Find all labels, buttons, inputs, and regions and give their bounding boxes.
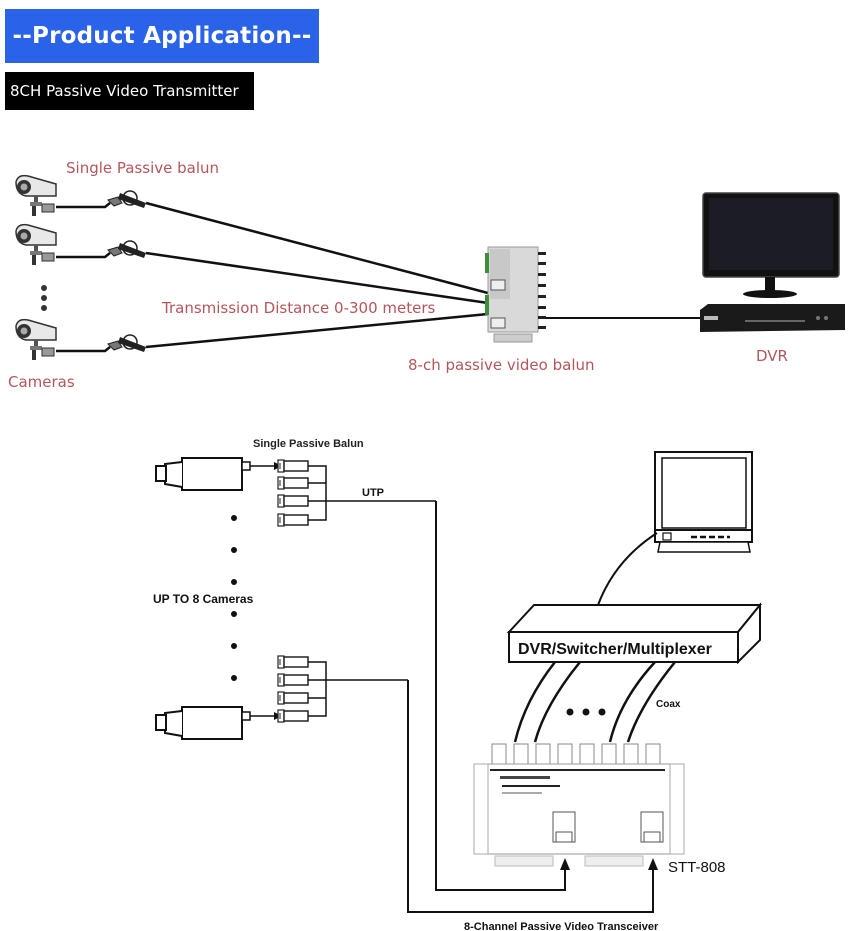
bnc-port	[513, 743, 529, 765]
page-banner: --Product Application--	[5, 9, 319, 63]
monitor-cable	[597, 532, 658, 606]
single-balun-3	[107, 334, 147, 353]
product-subtitle: 8CH Passive Video Transmitter	[5, 72, 254, 110]
single-balun-2	[107, 240, 147, 259]
label-dvr: DVR	[756, 347, 788, 365]
line-camera-bottom	[155, 706, 282, 740]
label-single-balun-top: Single Passive balun	[66, 159, 219, 177]
camera-wire-1	[56, 202, 111, 209]
bnc-port	[579, 743, 595, 765]
dvr-switcher-box	[506, 602, 763, 665]
bnc-port	[623, 743, 639, 765]
coax-cables	[513, 661, 676, 743]
crt-monitor	[654, 451, 753, 553]
arrow-up-1	[560, 858, 570, 870]
coax-ellipsis	[566, 708, 606, 716]
line-camera-top	[155, 457, 282, 491]
label-dvr-switcher: DVR/Switcher/Multiplexer	[518, 641, 712, 658]
balun-stack-top	[277, 459, 436, 527]
label-utp: UTP	[362, 487, 384, 499]
utp-cable-2	[145, 251, 489, 305]
camera-ellipsis	[231, 515, 237, 681]
label-up-to-8: UP TO 8 Cameras	[153, 592, 254, 606]
single-balun-1	[107, 190, 147, 209]
lcd-monitor	[702, 192, 840, 298]
label-single-balun-bottom: Single Passive Balun	[253, 438, 364, 450]
hub-8ch-balun	[485, 246, 546, 343]
label-cameras: Cameras	[8, 373, 75, 391]
bnc-port	[491, 743, 507, 765]
label-coax: Coax	[656, 699, 681, 710]
bnc-port	[601, 743, 617, 765]
hub-bnc-ports	[538, 252, 546, 329]
camera-wire-2	[56, 252, 111, 259]
arrow-up-2	[648, 858, 658, 870]
utp-line-top	[435, 501, 566, 891]
utp-cable-3	[145, 312, 489, 349]
utp-line-bottom	[407, 680, 654, 913]
top-diagram	[15, 174, 845, 361]
balun-stack-bottom	[277, 655, 408, 723]
vertical-ellipsis	[41, 285, 47, 311]
label-model: STT-808	[668, 859, 726, 876]
bnc-ports	[491, 743, 661, 765]
camera-wire-3	[56, 346, 111, 353]
bottom-diagram	[155, 451, 763, 913]
bnc-port	[535, 743, 551, 765]
bnc-port	[645, 743, 661, 765]
utp-cable-1	[145, 201, 489, 295]
dvr-recorder	[700, 304, 845, 332]
label-distance: Transmission Distance 0-300 meters	[161, 299, 435, 317]
camera-1	[15, 174, 57, 217]
bnc-port	[557, 743, 573, 765]
camera-3	[15, 318, 57, 361]
camera-2	[15, 223, 57, 266]
label-hub: 8-ch passive video balun	[408, 356, 595, 374]
stt-808-transceiver	[473, 743, 685, 867]
label-caption: 8-Channel Passive Video Transceiver	[464, 921, 659, 931]
